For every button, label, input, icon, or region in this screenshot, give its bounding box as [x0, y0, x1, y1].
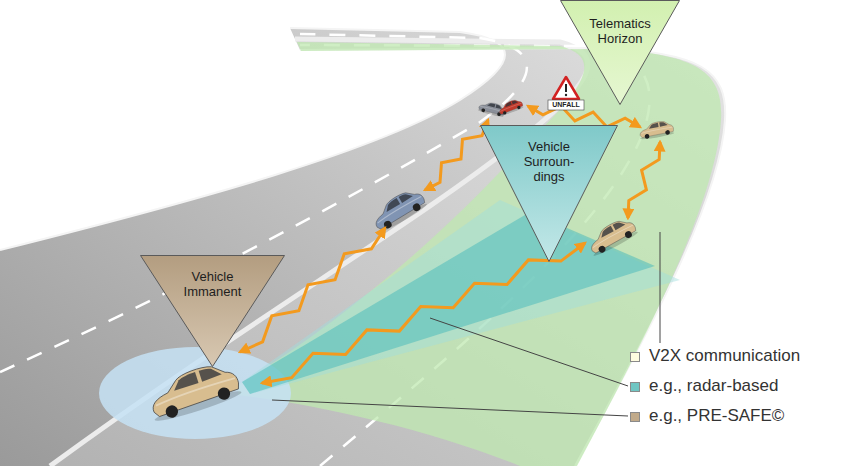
v2x-link: [425, 120, 488, 190]
triangle-callout: Vehicle Immanent: [140, 255, 285, 367]
callout-text: Vehicle Immanent: [169, 269, 256, 299]
legend-row: e.g., radar-based: [630, 375, 778, 397]
triangle-shape: [561, 1, 680, 105]
triangle-callout: Telematics Horizon: [560, 0, 680, 105]
legend-swatch: [630, 412, 640, 422]
v2x-area: [238, 42, 721, 466]
sign-plate: [548, 100, 584, 110]
road-edge-line: [0, 28, 505, 250]
callout-text-block: Vehicle Surroun- dings: [511, 139, 587, 184]
callout-text: Telematics Horizon: [583, 16, 657, 46]
legend-swatch: [630, 352, 640, 362]
right-carriageway: [50, 39, 725, 466]
radar-cone-outer: [242, 200, 680, 394]
legend: V2X communication e.g., radar-based e.g., …: [630, 0, 866, 466]
v2x-link: [628, 142, 660, 218]
triangle-shape: [481, 126, 618, 262]
triangle-callout: Vehicle Surroun- dings: [480, 125, 618, 262]
legend-swatch: [630, 382, 640, 392]
warning-sign: [553, 77, 579, 99]
ego-car: [144, 358, 243, 425]
legend-row: V2X communication: [630, 345, 800, 367]
crashed-car: [497, 98, 524, 117]
sign-text: UNFALL: [548, 100, 584, 110]
car: [638, 119, 675, 140]
legend-row: e.g., PRE-SAFE©: [630, 405, 784, 427]
triangle-shape: [141, 256, 285, 367]
warning-mark: [565, 84, 567, 92]
callout-text-block: Vehicle Immanent: [169, 269, 256, 299]
legend-text: e.g., PRE-SAFE©: [649, 406, 784, 425]
radar-cone: [242, 212, 655, 394]
legend-text: e.g., radar-based: [649, 376, 778, 395]
warning-mark: [565, 94, 567, 96]
leader-line: [660, 232, 661, 343]
car: [368, 185, 429, 234]
v2x-link: [262, 243, 585, 383]
callout-text: Vehicle Surroun- dings: [511, 139, 587, 184]
legend-text: V2X communication: [649, 346, 800, 365]
triangle-outline: [560, 0, 680, 105]
callout-text-block: Telematics Horizon: [583, 16, 657, 46]
leader-line: [430, 318, 628, 386]
leader-line: [272, 400, 628, 416]
car: [584, 215, 639, 258]
presafe-zone: [99, 347, 291, 439]
